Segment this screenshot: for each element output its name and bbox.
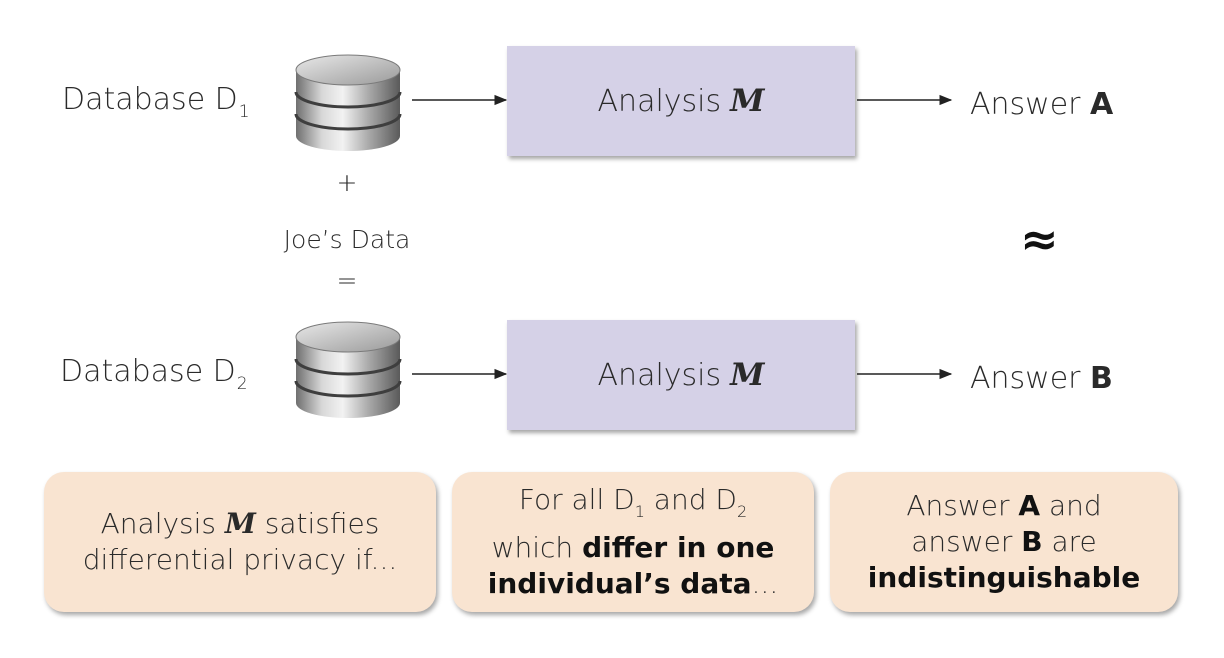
approx-equal-symbol: ≈ (1020, 212, 1059, 266)
database-d1-icon (294, 54, 402, 151)
joes-data-label: Joe’s Data (283, 225, 411, 254)
mechanism-symbol: M (730, 357, 765, 393)
arrow-analysis-to-answer-a (857, 94, 953, 106)
database-d2-label: Database D2 (60, 354, 248, 394)
analysis-label: Analysis (597, 83, 722, 119)
analysis-box-bottom: Analysis M (507, 320, 855, 430)
equals-sign: = (336, 266, 358, 295)
arrow-d2-to-analysis (412, 368, 508, 380)
card-differential-privacy: Analysis M satisfies differential privac… (44, 472, 436, 612)
mechanism-symbol: M (730, 83, 765, 119)
card-indistinguishable: Answer A and answer B are indistinguisha… (830, 472, 1178, 612)
arrow-analysis-to-answer-b (857, 368, 953, 380)
plus-sign: + (336, 168, 358, 197)
database-d2-icon (294, 321, 402, 418)
analysis-label: Analysis (597, 357, 722, 393)
database-d1-label: Database D1 (62, 82, 250, 122)
card-neighboring-databases: For all D1 and D2 which differ in one in… (452, 472, 814, 612)
arrow-d1-to-analysis (412, 94, 508, 106)
analysis-box-top: Analysis M (507, 46, 855, 156)
mechanism-symbol: M (224, 507, 256, 540)
answer-a-label: Answer A (970, 87, 1114, 122)
answer-b-label: Answer B (970, 361, 1113, 396)
